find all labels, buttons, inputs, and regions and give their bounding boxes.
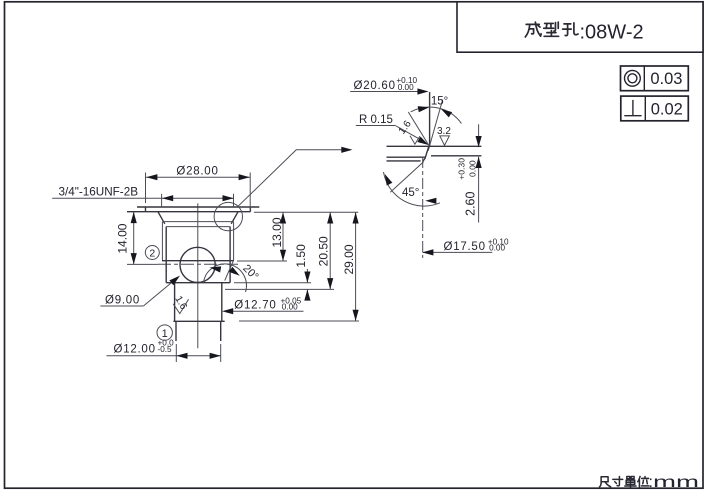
- svg-text:0.00: 0.00: [282, 302, 298, 311]
- svg-text:2: 2: [149, 247, 155, 259]
- svg-text::: :: [649, 474, 653, 491]
- svg-text:+0.10: +0.10: [488, 237, 509, 246]
- svg-text:0.00: 0.00: [398, 83, 414, 92]
- svg-text:mm: mm: [653, 474, 699, 491]
- svg-text:20.50: 20.50: [317, 236, 331, 266]
- svg-text:29.00: 29.00: [342, 244, 356, 274]
- svg-text:-0.5: -0.5: [158, 345, 173, 354]
- svg-text:13.00: 13.00: [270, 217, 284, 247]
- svg-text:0.02: 0.02: [651, 100, 683, 118]
- svg-text:Ø28.00: Ø28.00: [176, 165, 218, 177]
- svg-text:+0.0: +0.0: [158, 339, 175, 348]
- svg-text:0.00: 0.00: [489, 244, 505, 253]
- svg-text:3/4"-16UNF-2B: 3/4"-16UNF-2B: [59, 186, 139, 199]
- svg-text:0.00: 0.00: [467, 160, 477, 177]
- svg-text::08W-2: :08W-2: [580, 21, 644, 43]
- svg-text:3.2: 3.2: [437, 126, 451, 137]
- svg-text:1: 1: [162, 328, 168, 340]
- svg-text:45°: 45°: [402, 187, 419, 199]
- svg-text:Ø20.60: Ø20.60: [354, 80, 396, 92]
- svg-text:0.03: 0.03: [650, 70, 682, 88]
- svg-text:2.60: 2.60: [463, 191, 477, 215]
- svg-text:R 0.15: R 0.15: [359, 114, 393, 126]
- svg-text:+0.30: +0.30: [457, 158, 467, 180]
- svg-text:Ø12.70: Ø12.70: [234, 299, 276, 311]
- svg-text:15°: 15°: [431, 96, 448, 108]
- svg-text:+0.05: +0.05: [281, 296, 302, 305]
- svg-text:14.00: 14.00: [116, 223, 130, 253]
- svg-text:Ø9.00: Ø9.00: [105, 295, 140, 307]
- svg-text:Ø12.00: Ø12.00: [114, 343, 156, 355]
- svg-text:1.50: 1.50: [294, 244, 308, 268]
- svg-text:+0.10: +0.10: [396, 76, 417, 85]
- svg-text:Ø17.50: Ø17.50: [444, 241, 486, 253]
